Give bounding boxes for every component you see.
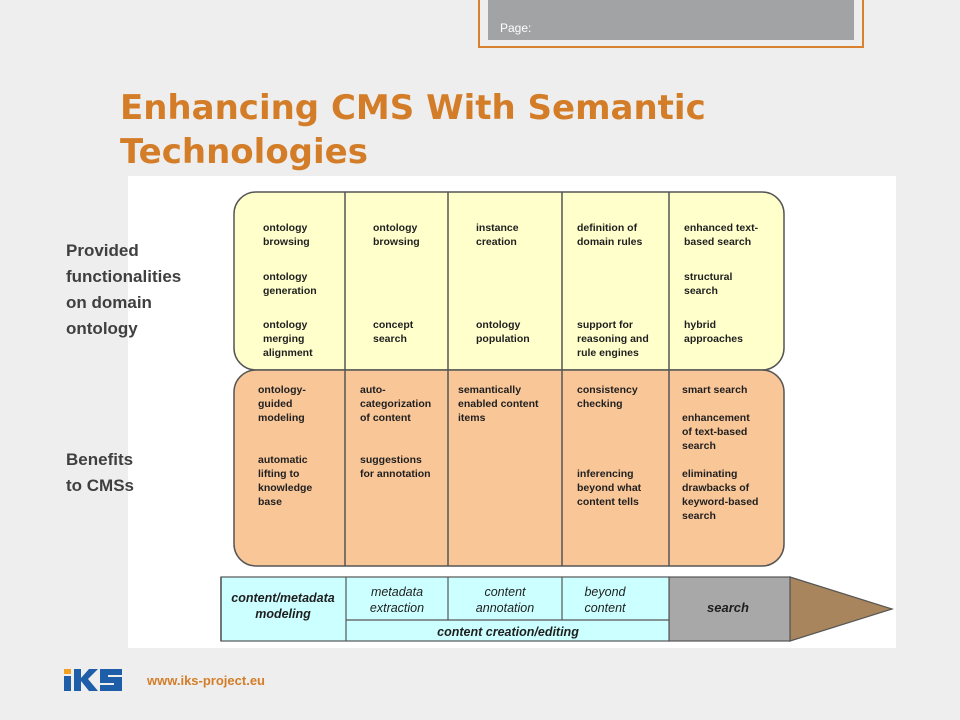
phase-extraction-line: extraction xyxy=(370,601,424,615)
diagram-svg: ontology browsing ontology generation on… xyxy=(220,191,895,642)
cell-line: enhancement xyxy=(682,412,750,424)
cell-line: of content xyxy=(360,412,411,424)
cell-line: search xyxy=(373,333,407,345)
cell-line: definition of xyxy=(577,222,638,234)
cell-line: keyword-based xyxy=(682,496,758,508)
cell-line: ontology xyxy=(263,271,307,283)
cell-line: ontology xyxy=(263,222,307,234)
benefit-cell-5: smart search enhancement of text-based s… xyxy=(682,384,758,522)
cell-line: beyond what xyxy=(577,482,642,494)
phase-annotation-line: content xyxy=(484,585,526,599)
cell-line: ontology xyxy=(476,319,520,331)
cell-line: ontology xyxy=(373,222,417,234)
page-number-box: Page: xyxy=(478,0,864,48)
cell-line: inferencing xyxy=(577,468,634,480)
benefits-band xyxy=(233,369,785,567)
cell-line: eliminating xyxy=(682,468,737,480)
cell-line: categorization xyxy=(360,398,431,410)
benefit-cell-2: auto- categorization of content suggesti… xyxy=(360,384,431,480)
iks-logo-icon xyxy=(64,669,122,691)
cell-line: knowledge xyxy=(258,482,312,494)
cell-line: based search xyxy=(684,236,751,248)
cell-line: approaches xyxy=(684,333,743,345)
phase-modeling-line: modeling xyxy=(255,607,311,621)
cell-line: base xyxy=(258,496,282,508)
functionality-cell-1: ontology browsing ontology generation on… xyxy=(263,222,317,359)
phase-search-label: search xyxy=(707,600,749,615)
cell-line: support for xyxy=(577,319,633,331)
cell-line: automatic xyxy=(258,454,308,466)
cell-line: ontology- xyxy=(258,384,306,396)
provided-functionalities-label: Provided functionalities on domain ontol… xyxy=(66,241,182,338)
cell-line: checking xyxy=(577,398,623,410)
benefit-cell-1: ontology- guided modeling automatic lift… xyxy=(258,384,312,508)
cell-line: creation xyxy=(476,236,517,248)
cell-line: drawbacks of xyxy=(682,482,750,494)
cell-line: browsing xyxy=(263,236,310,248)
cell-line: structural xyxy=(684,271,733,283)
cell-line: browsing xyxy=(373,236,420,248)
cell-line: reasoning and xyxy=(577,333,649,345)
functionality-cell-5: enhanced text- based search structural s… xyxy=(684,222,759,345)
search-arrow xyxy=(789,576,895,642)
cell-line: alignment xyxy=(263,347,313,359)
cell-line: auto- xyxy=(360,384,386,396)
functionality-cell-2: ontology browsing concept search xyxy=(373,222,420,345)
cell-line: smart search xyxy=(682,384,747,396)
cell-line: instance xyxy=(476,222,519,234)
cell-line: population xyxy=(476,333,530,345)
cell-line: search xyxy=(682,440,716,452)
cell-line: semantically xyxy=(458,384,521,396)
cell-line: guided xyxy=(258,398,292,410)
slide-title: Enhancing CMS With Semantic Technologies xyxy=(120,88,706,172)
phase-bar xyxy=(220,576,670,642)
functionality-cell-4: definition of domain rules support for r… xyxy=(577,222,649,359)
cell-line: search xyxy=(684,285,718,297)
cell-line: concept xyxy=(373,319,414,331)
benefit-cell-3: semantically enabled content items xyxy=(458,384,539,424)
cell-line: domain rules xyxy=(577,236,643,248)
phase-extraction-line: metadata xyxy=(371,585,423,599)
footer-url[interactable]: www.iks-project.eu xyxy=(147,673,265,688)
page-label: Page: xyxy=(500,21,532,35)
cell-line: search xyxy=(682,510,716,522)
page-number-panel: Page: xyxy=(488,0,854,40)
cell-line: generation xyxy=(263,285,317,297)
cell-line: hybrid xyxy=(684,319,716,331)
benefits-label: Benefits to CMSs xyxy=(66,450,134,495)
cell-line: enabled content xyxy=(458,398,539,410)
diagram: ontology browsing ontology generation on… xyxy=(128,176,896,648)
phase-creation-label: content creation/editing xyxy=(437,625,579,639)
phase-modeling-line: content/metadata xyxy=(231,591,335,605)
cell-line: of text-based xyxy=(682,426,747,438)
cell-line: items xyxy=(458,412,486,424)
cell-line: lifting to xyxy=(258,468,299,480)
benefit-cell-4: consistency checking inferencing beyond … xyxy=(577,384,642,508)
cell-line: content tells xyxy=(577,496,639,508)
cell-line: ontology xyxy=(263,319,307,331)
cell-line: merging xyxy=(263,333,304,345)
cell-line: for annotation xyxy=(360,468,431,480)
cell-line: consistency xyxy=(577,384,638,396)
cell-line: suggestions xyxy=(360,454,422,466)
cell-line: modeling xyxy=(258,412,305,424)
phase-beyond-line: content xyxy=(584,601,626,615)
phase-beyond-line: beyond xyxy=(584,585,626,599)
cell-line: enhanced text- xyxy=(684,222,759,234)
cell-line: rule engines xyxy=(577,347,639,359)
phase-annotation-line: annotation xyxy=(476,601,534,615)
functionality-cell-3: instance creation ontology population xyxy=(476,222,530,345)
